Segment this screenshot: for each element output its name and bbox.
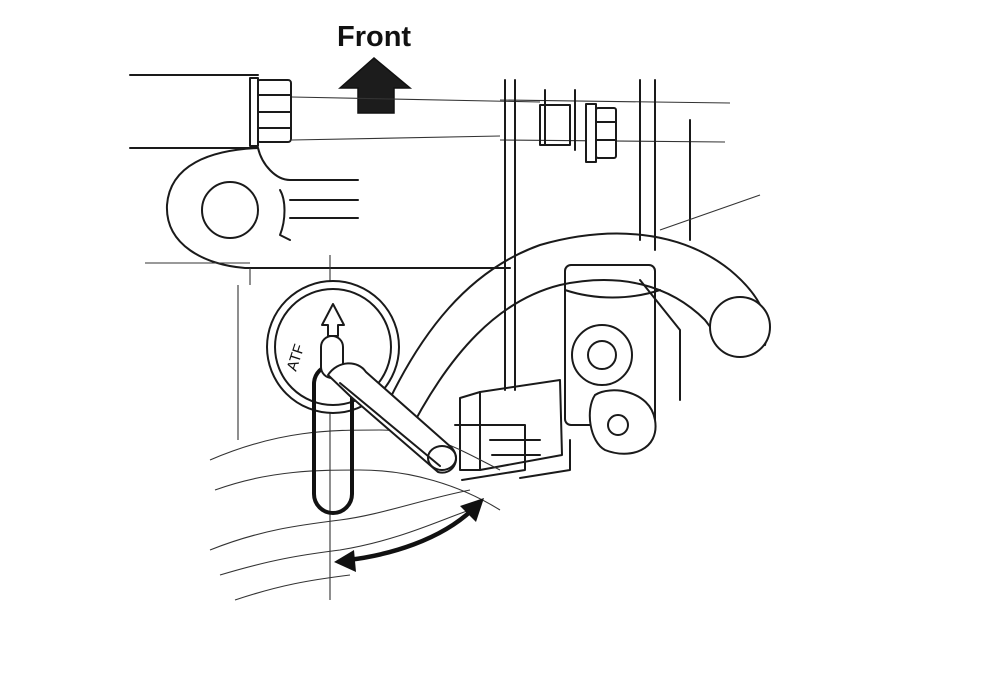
front-arrow-icon — [338, 57, 413, 114]
right-bolt — [585, 103, 617, 163]
dipstick-up-arrow-icon — [321, 303, 345, 337]
left-bolt — [249, 77, 292, 147]
background-contours — [209, 255, 501, 601]
dipstick-handle-released — [327, 362, 457, 474]
curved-hose — [379, 232, 771, 441]
rotation-arrow-icon — [334, 498, 484, 572]
front-direction-label: Front — [337, 21, 411, 53]
casing-rails — [504, 79, 761, 391]
right-fitting — [454, 264, 681, 481]
